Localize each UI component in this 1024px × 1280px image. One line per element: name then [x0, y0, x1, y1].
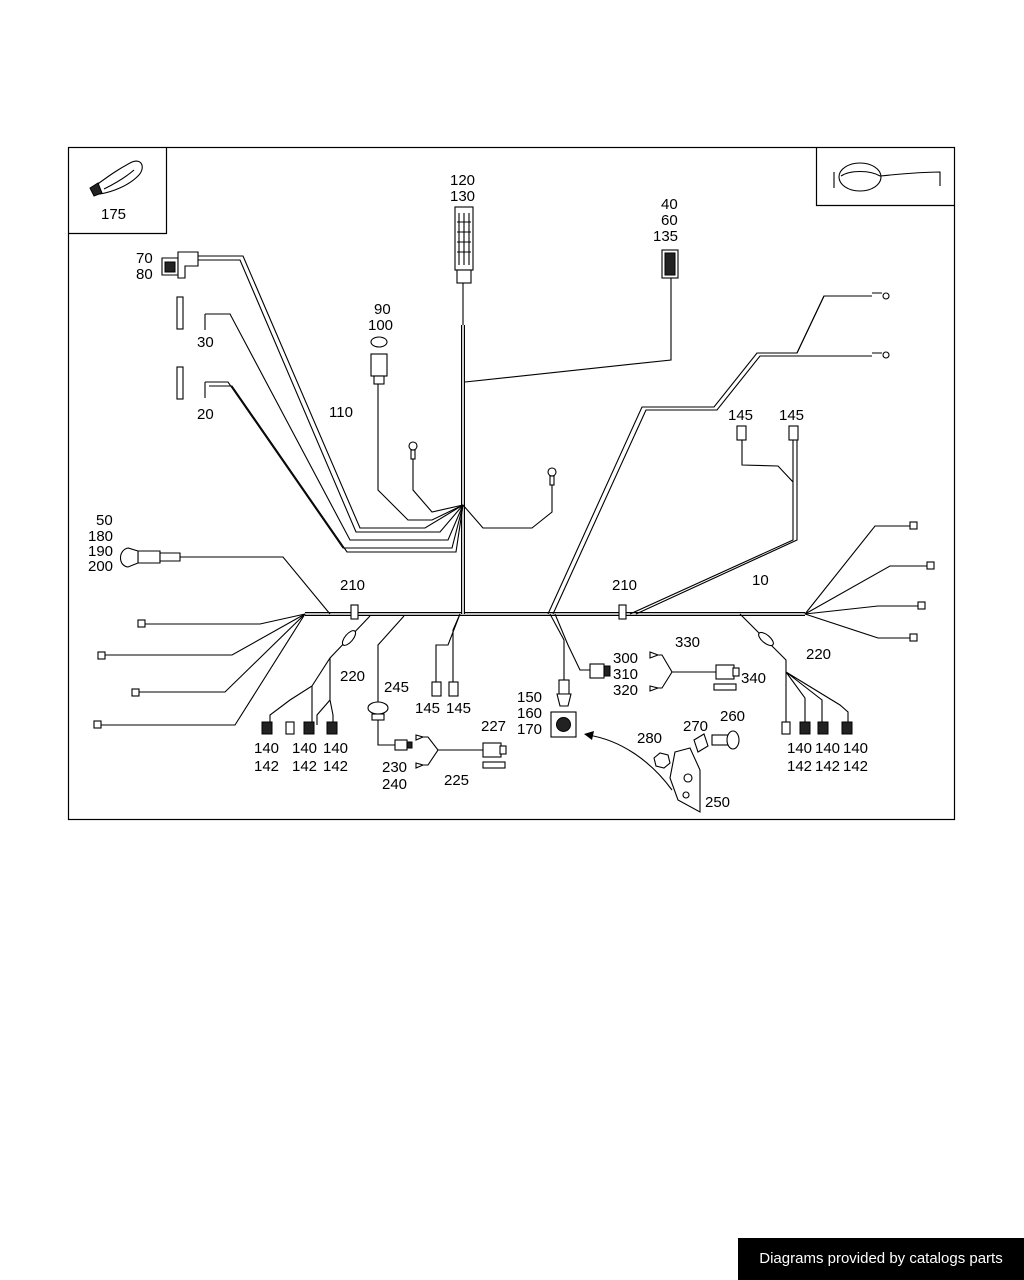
bolt-260 — [711, 730, 740, 750]
right-fan-wires — [804, 521, 935, 642]
callout-110: 110 — [329, 404, 353, 421]
clip-210-left — [350, 604, 359, 620]
steering-wheel-inset — [815, 147, 955, 207]
callout-210-left: 210 — [340, 577, 365, 594]
ring-terminals-right — [547, 292, 890, 615]
callout-140-f: 140 — [843, 740, 868, 757]
callout-140-b: 140 — [292, 740, 317, 757]
callout-175: 175 — [101, 206, 126, 223]
callout-80: 80 — [136, 266, 153, 283]
callout-310: 310 — [613, 666, 638, 683]
callout-140-d: 140 — [787, 740, 812, 757]
callout-330: 330 — [675, 634, 700, 651]
callout-200: 200 — [88, 558, 113, 575]
callout-130: 130 — [450, 188, 475, 205]
callout-30: 30 — [197, 334, 214, 351]
grommet-220-right — [739, 613, 853, 735]
callout-220-right: 220 — [806, 646, 831, 663]
callout-60: 60 — [661, 212, 678, 229]
callout-labels: 175 120 130 40 60 135 70 80 90 100 30 20… — [88, 172, 868, 811]
callout-40: 40 — [661, 196, 678, 213]
ring-terminal-b — [547, 467, 557, 477]
left-fan-wires — [93, 613, 306, 729]
callout-220-left: 220 — [340, 668, 365, 685]
connectors-145-lower — [431, 613, 461, 697]
callout-20: 20 — [197, 406, 214, 423]
harness-225 — [415, 734, 507, 769]
callout-142-e: 142 — [815, 758, 840, 775]
connector-30 — [176, 296, 184, 330]
callout-170: 170 — [517, 721, 542, 738]
callout-240: 240 — [382, 776, 407, 793]
callout-210-right: 210 — [612, 577, 637, 594]
callout-250: 250 — [705, 794, 730, 811]
connector-245 — [367, 615, 413, 751]
washer-270 — [693, 733, 709, 753]
callout-145-lower-left: 145 — [415, 700, 440, 717]
callout-145-upper-left: 145 — [728, 407, 753, 424]
callout-160: 160 — [517, 705, 542, 722]
callout-340: 340 — [741, 670, 766, 687]
callout-100: 100 — [368, 317, 393, 334]
connector-50 — [119, 547, 331, 615]
callout-230: 230 — [382, 759, 407, 776]
callout-135: 135 — [653, 228, 678, 245]
callout-142-b: 142 — [292, 758, 317, 775]
grommet-220-left — [261, 615, 371, 735]
callout-145-lower-right: 145 — [446, 700, 471, 717]
callout-227: 227 — [481, 718, 506, 735]
diagram-frame — [67, 146, 956, 821]
left-upper-wires — [198, 255, 553, 553]
callout-300: 300 — [613, 650, 638, 667]
callout-190: 190 — [88, 543, 113, 560]
clip-210-right — [618, 604, 627, 620]
connector-110 — [370, 336, 388, 385]
connector-70 — [161, 251, 199, 279]
cable-tie-inset — [68, 147, 168, 235]
callout-142-f: 142 — [843, 758, 868, 775]
connectors-145-upper — [629, 425, 799, 615]
harness-330 — [649, 651, 740, 692]
callout-280: 280 — [637, 730, 662, 747]
callout-142-d: 142 — [787, 758, 812, 775]
callout-225: 225 — [444, 772, 469, 789]
callout-90: 90 — [374, 301, 391, 318]
callout-10: 10 — [752, 572, 769, 589]
callout-142-c: 142 — [323, 758, 348, 775]
callout-120: 120 — [450, 172, 475, 189]
bracket-250 — [584, 731, 701, 813]
credit-banner: Diagrams provided by catalogs parts — [738, 1238, 1024, 1280]
nut-280 — [653, 752, 671, 769]
callout-140-e: 140 — [815, 740, 840, 757]
connector-20 — [176, 366, 184, 400]
callout-140-c: 140 — [323, 740, 348, 757]
callout-260: 260 — [720, 708, 745, 725]
callout-140-a: 140 — [254, 740, 279, 757]
callout-50: 50 — [96, 512, 113, 529]
callout-145-upper-right: 145 — [779, 407, 804, 424]
socket-150 — [549, 613, 577, 738]
callout-270: 270 — [683, 718, 708, 735]
connector-300 — [554, 613, 611, 679]
connector-40 — [464, 249, 679, 383]
callout-150: 150 — [517, 689, 542, 706]
callout-142-a: 142 — [254, 758, 279, 775]
callout-70: 70 — [136, 250, 153, 267]
callout-320: 320 — [613, 682, 638, 699]
connector-120 — [454, 206, 474, 284]
ring-terminal-a — [408, 441, 418, 451]
callout-245: 245 — [384, 679, 409, 696]
callout-180: 180 — [88, 528, 113, 545]
